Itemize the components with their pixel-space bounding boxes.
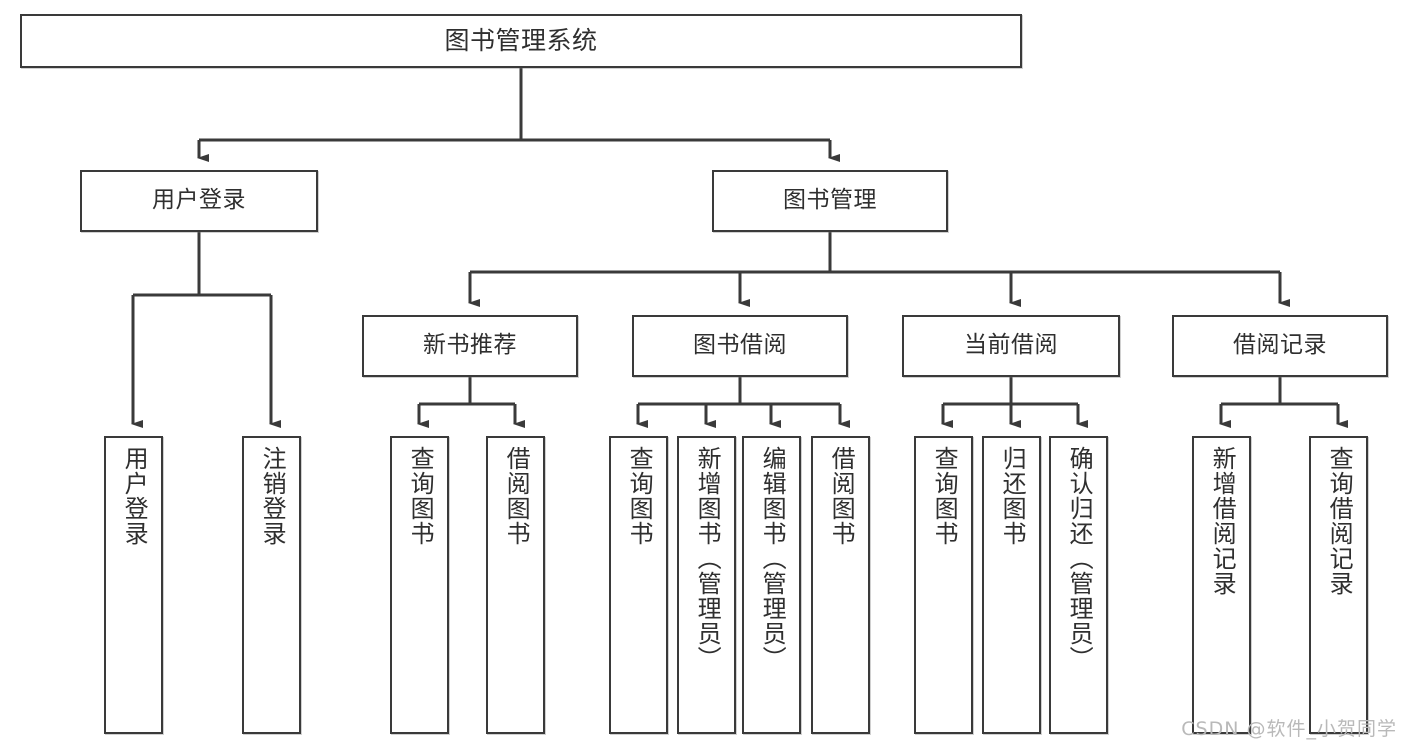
leaf-borrow-add-book-admin[interactable]: 新增图书（管理员） [677, 436, 736, 734]
leaf-user-login-signin[interactable]: 用户登录 [104, 436, 163, 734]
watermark: CSDN @软件_小贺同学 [1181, 718, 1397, 740]
node-label: 确认归还（管理员） [1065, 446, 1094, 671]
leaf-borrow-edit-book-admin[interactable]: 编辑图书（管理员） [742, 436, 801, 734]
leaf-recommend-query-book[interactable]: 查询图书 [390, 436, 449, 734]
node-label: 查询图书 [930, 446, 959, 546]
node-borrow-record[interactable]: 借阅记录 [1172, 315, 1388, 377]
node-label: 用户登录 [120, 446, 149, 546]
node-label: 借阅记录 [1233, 332, 1327, 359]
node-user-login[interactable]: 用户登录 [80, 170, 318, 232]
node-current-borrow[interactable]: 当前借阅 [902, 315, 1120, 377]
node-label: 图书管理系统 [444, 26, 598, 56]
leaf-borrow-borrow-book[interactable]: 借阅图书 [811, 436, 870, 734]
node-label: 查询借阅记录 [1325, 446, 1354, 596]
node-label: 新增图书（管理员） [693, 446, 722, 671]
node-label: 图书管理 [783, 187, 877, 214]
node-label: 编辑图书（管理员） [758, 446, 787, 671]
node-book-borrow[interactable]: 图书借阅 [632, 315, 848, 377]
node-label: 借阅图书 [502, 446, 531, 546]
node-label: 新书推荐 [423, 332, 517, 359]
node-label: 查询图书 [406, 446, 435, 546]
leaf-record-add-record[interactable]: 新增借阅记录 [1192, 436, 1251, 734]
node-root-system[interactable]: 图书管理系统 [20, 14, 1022, 68]
node-label: 注销登录 [258, 446, 287, 546]
node-label: 查询图书 [625, 446, 654, 546]
leaf-current-confirm-return-admin[interactable]: 确认归还（管理员） [1049, 436, 1108, 734]
node-label: 借阅图书 [827, 446, 856, 546]
leaf-user-login-signout[interactable]: 注销登录 [242, 436, 301, 734]
node-book-management[interactable]: 图书管理 [712, 170, 948, 232]
leaf-current-query-book[interactable]: 查询图书 [914, 436, 973, 734]
node-label: 当前借阅 [964, 332, 1058, 359]
leaf-record-query-record[interactable]: 查询借阅记录 [1309, 436, 1368, 734]
leaf-borrow-query-book[interactable]: 查询图书 [609, 436, 668, 734]
leaf-current-return-book[interactable]: 归还图书 [982, 436, 1041, 734]
node-new-book-recommend[interactable]: 新书推荐 [362, 315, 578, 377]
node-label: 用户登录 [152, 187, 246, 214]
node-label: 归还图书 [998, 446, 1027, 546]
node-label: 新增借阅记录 [1208, 446, 1237, 596]
node-label: 图书借阅 [693, 332, 787, 359]
leaf-recommend-borrow-book[interactable]: 借阅图书 [486, 436, 545, 734]
